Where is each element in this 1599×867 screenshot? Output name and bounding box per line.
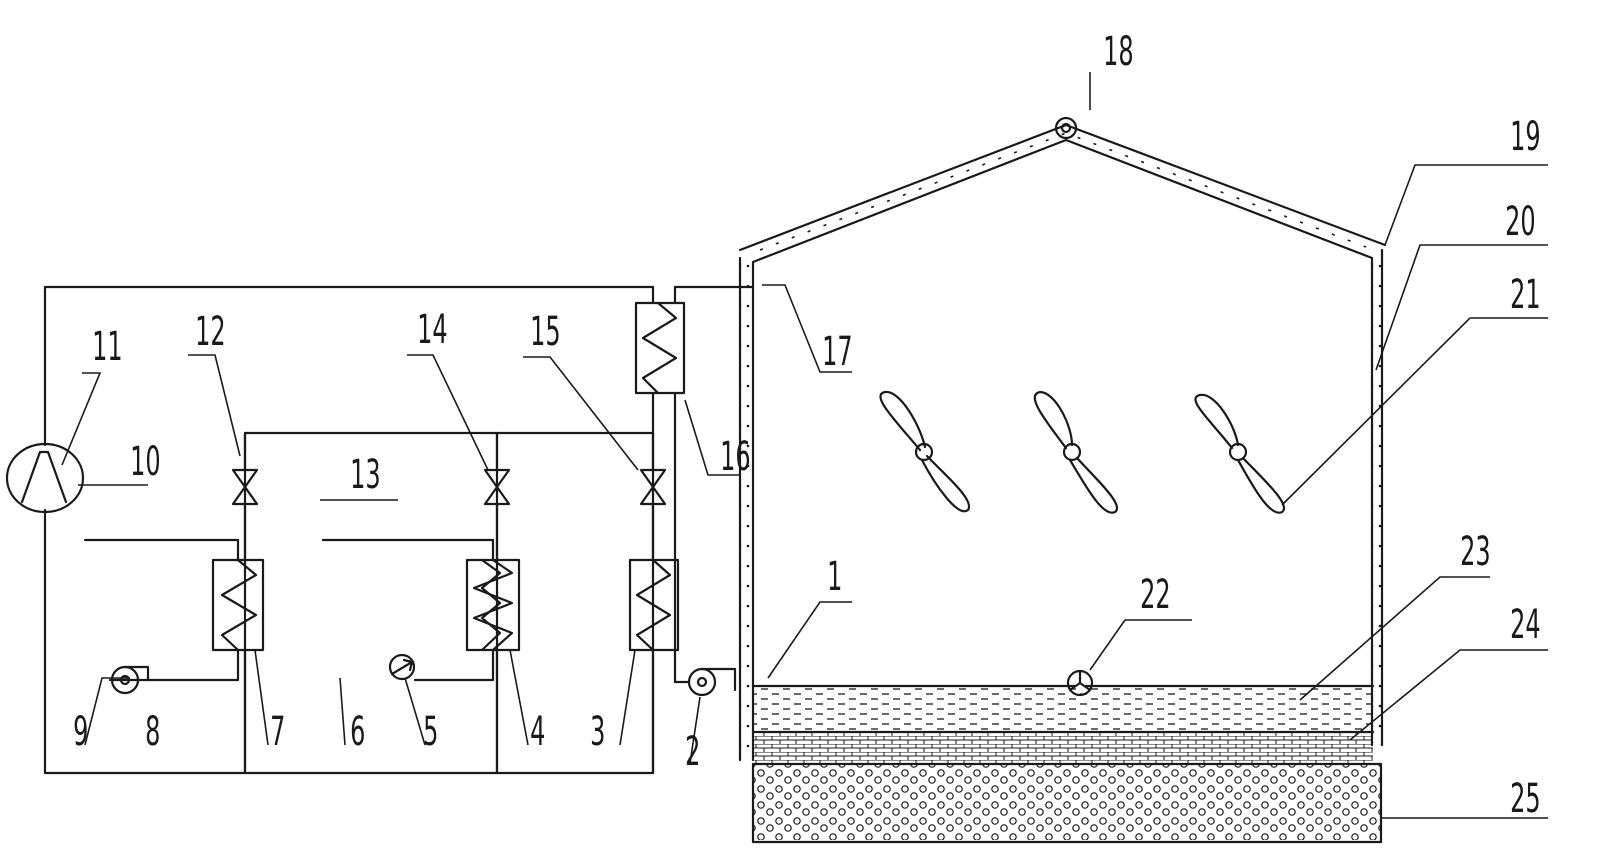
circulation-fan-icon-3 — [1194, 393, 1286, 514]
circulation-fan-icon-1 — [879, 390, 971, 513]
label-12: 12 — [195, 307, 226, 354]
chamber — [738, 116, 1387, 844]
label-5: 5 — [423, 707, 438, 754]
label-9: 9 — [73, 707, 88, 754]
label-13: 13 — [350, 450, 381, 497]
fan-icon-2 — [673, 598, 737, 697]
label-7: 7 — [270, 707, 285, 754]
label-24: 24 — [1510, 600, 1541, 647]
label-23: 23 — [1460, 527, 1491, 574]
label-15: 15 — [530, 307, 561, 354]
label-21: 21 — [1510, 270, 1541, 317]
valve-icon-15 — [639, 468, 667, 506]
label-25: 25 — [1510, 774, 1541, 821]
label-6: 6 — [350, 707, 365, 754]
label-8: 8 — [145, 707, 160, 754]
label-1: 1 — [827, 552, 842, 599]
label-4: 4 — [530, 707, 545, 754]
fan-icon-8 — [110, 665, 150, 695]
spray-nozzle-icon-22 — [1066, 669, 1094, 697]
valve-icon-14 — [483, 468, 511, 506]
refrigerant-circuit — [43, 285, 755, 775]
circulation-fan-icon-2 — [1033, 390, 1119, 514]
heat-exchanger-icon-7 — [211, 558, 265, 652]
compressor-icon — [5, 442, 85, 514]
label-22: 22 — [1140, 570, 1171, 617]
label-2: 2 — [685, 727, 700, 774]
label-16: 16 — [720, 432, 751, 479]
heat-exchanger-icon-4 — [465, 558, 521, 652]
label-17: 17 — [822, 327, 853, 374]
label-18: 18 — [1103, 27, 1134, 74]
label-10: 10 — [130, 437, 161, 484]
vent-icon-18 — [1054, 116, 1078, 140]
label-3: 3 — [590, 707, 605, 754]
pump-icon-5 — [388, 653, 416, 681]
label-19: 19 — [1510, 112, 1541, 159]
label-20: 20 — [1505, 197, 1536, 244]
valve-icon-12 — [231, 468, 259, 506]
leader-lines — [61, 72, 1548, 819]
heat-exchanger-icon-16 — [634, 301, 686, 395]
label-11: 11 — [92, 322, 123, 369]
label-14: 14 — [417, 305, 448, 352]
